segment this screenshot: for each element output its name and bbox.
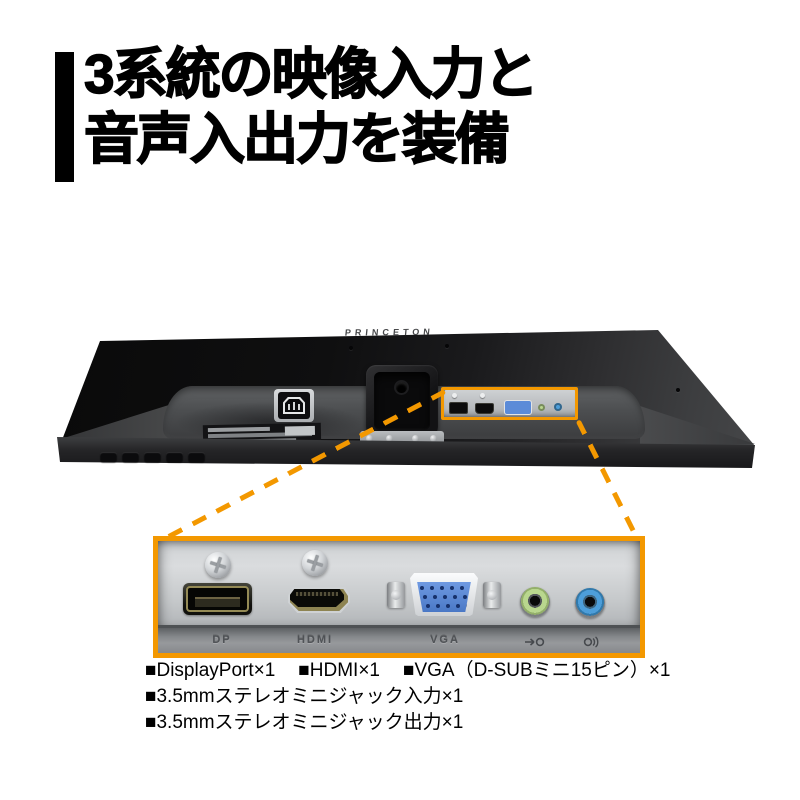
audio-out-icon [583,636,599,648]
spec-item-displayport: ■DisplayPort×1 [145,660,276,681]
audio-in-jack [538,404,545,411]
displayport-rim [186,586,249,612]
brand-logo: PRINCETON [344,326,435,338]
title-line-2: 音声入出力を装備 [83,107,511,171]
control-button [100,452,117,462]
panel-screw-left [205,552,231,578]
spec-list: ■DisplayPort×1 ■HDMI×1 ■VGA（D-SUBミニ15ピン）… [145,658,765,736]
hdmi-connector [288,587,350,613]
closeup-metal-face [158,541,640,625]
audio-in-icon [525,637,545,647]
dp-label: DP [212,634,232,646]
panel-screw [452,393,457,398]
vga-screw-post-left [387,582,405,608]
spec-item-audio-in: ■3.5mmステレオミニジャック入力×1 [145,686,464,707]
control-button [144,452,161,462]
vesa-screw-hole [396,382,407,393]
power-pin [293,402,295,410]
hdmi-port [475,403,494,414]
page-title: 3系統の映像入力と 音声入出力を装備 [83,42,724,172]
title-accent-bar [55,52,74,182]
vga-label: VGA [430,634,460,646]
audio-out-jack [554,403,562,411]
spec-item-hdmi: ■HDMI×1 [298,660,380,681]
ports-closeup-panel: DP HDMI VGA [153,536,645,658]
ports-highlight-box [441,387,578,420]
vga-screw-post-right [483,582,501,608]
hdmi-label: HDMI [296,634,334,646]
displayport-port [449,402,468,414]
vga-port [504,400,532,415]
screw-hole [349,346,353,350]
screw-hole [445,344,449,348]
panel-screw-right [302,550,328,576]
control-buttons [100,452,205,462]
spec-item-audio-out: ■3.5mmステレオミニジャック出力×1 [145,712,464,733]
control-button [122,452,139,462]
control-button [188,452,205,462]
title-line-1: 3系統の映像入力と [83,42,539,106]
power-pin [288,404,290,410]
power-pin [298,404,300,410]
vga-face [417,582,471,612]
displayport-pins [195,597,240,607]
hdmi-pins [290,589,344,607]
panel-screw [480,393,485,398]
screw-hole [676,388,680,392]
displayport-connector [183,583,252,615]
monitor-rear-photo: PRINCETON [57,326,755,468]
closeup-label-strip: DP HDMI VGA [158,625,640,653]
spec-video-inputs: ■DisplayPort×1 ■HDMI×1 ■VGA（D-SUBミニ15ピン）… [145,658,765,684]
control-button [166,452,183,462]
audio-in-jack-closeup [520,587,550,617]
spec-item-vga: ■VGA（D-SUBミニ15ピン）×1 [402,660,671,681]
audio-out-jack-closeup [575,588,605,618]
